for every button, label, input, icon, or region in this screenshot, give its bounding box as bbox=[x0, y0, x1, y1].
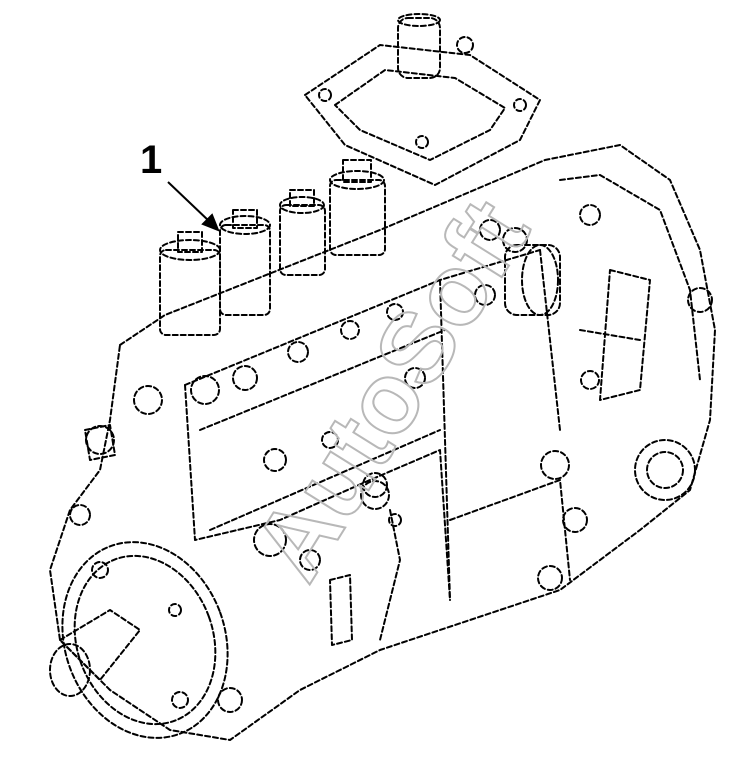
callout-leader-1 bbox=[167, 181, 220, 232]
drive-flange bbox=[49, 541, 243, 739]
governor-cover bbox=[304, 13, 541, 186]
side-port-fitting bbox=[504, 204, 713, 591]
pump-body bbox=[49, 144, 716, 741]
left-side-bosses bbox=[69, 385, 402, 646]
delivery-valve-holders bbox=[159, 159, 386, 336]
front-face-bolts bbox=[190, 219, 528, 498]
callout-label-1: 1 bbox=[140, 138, 163, 182]
